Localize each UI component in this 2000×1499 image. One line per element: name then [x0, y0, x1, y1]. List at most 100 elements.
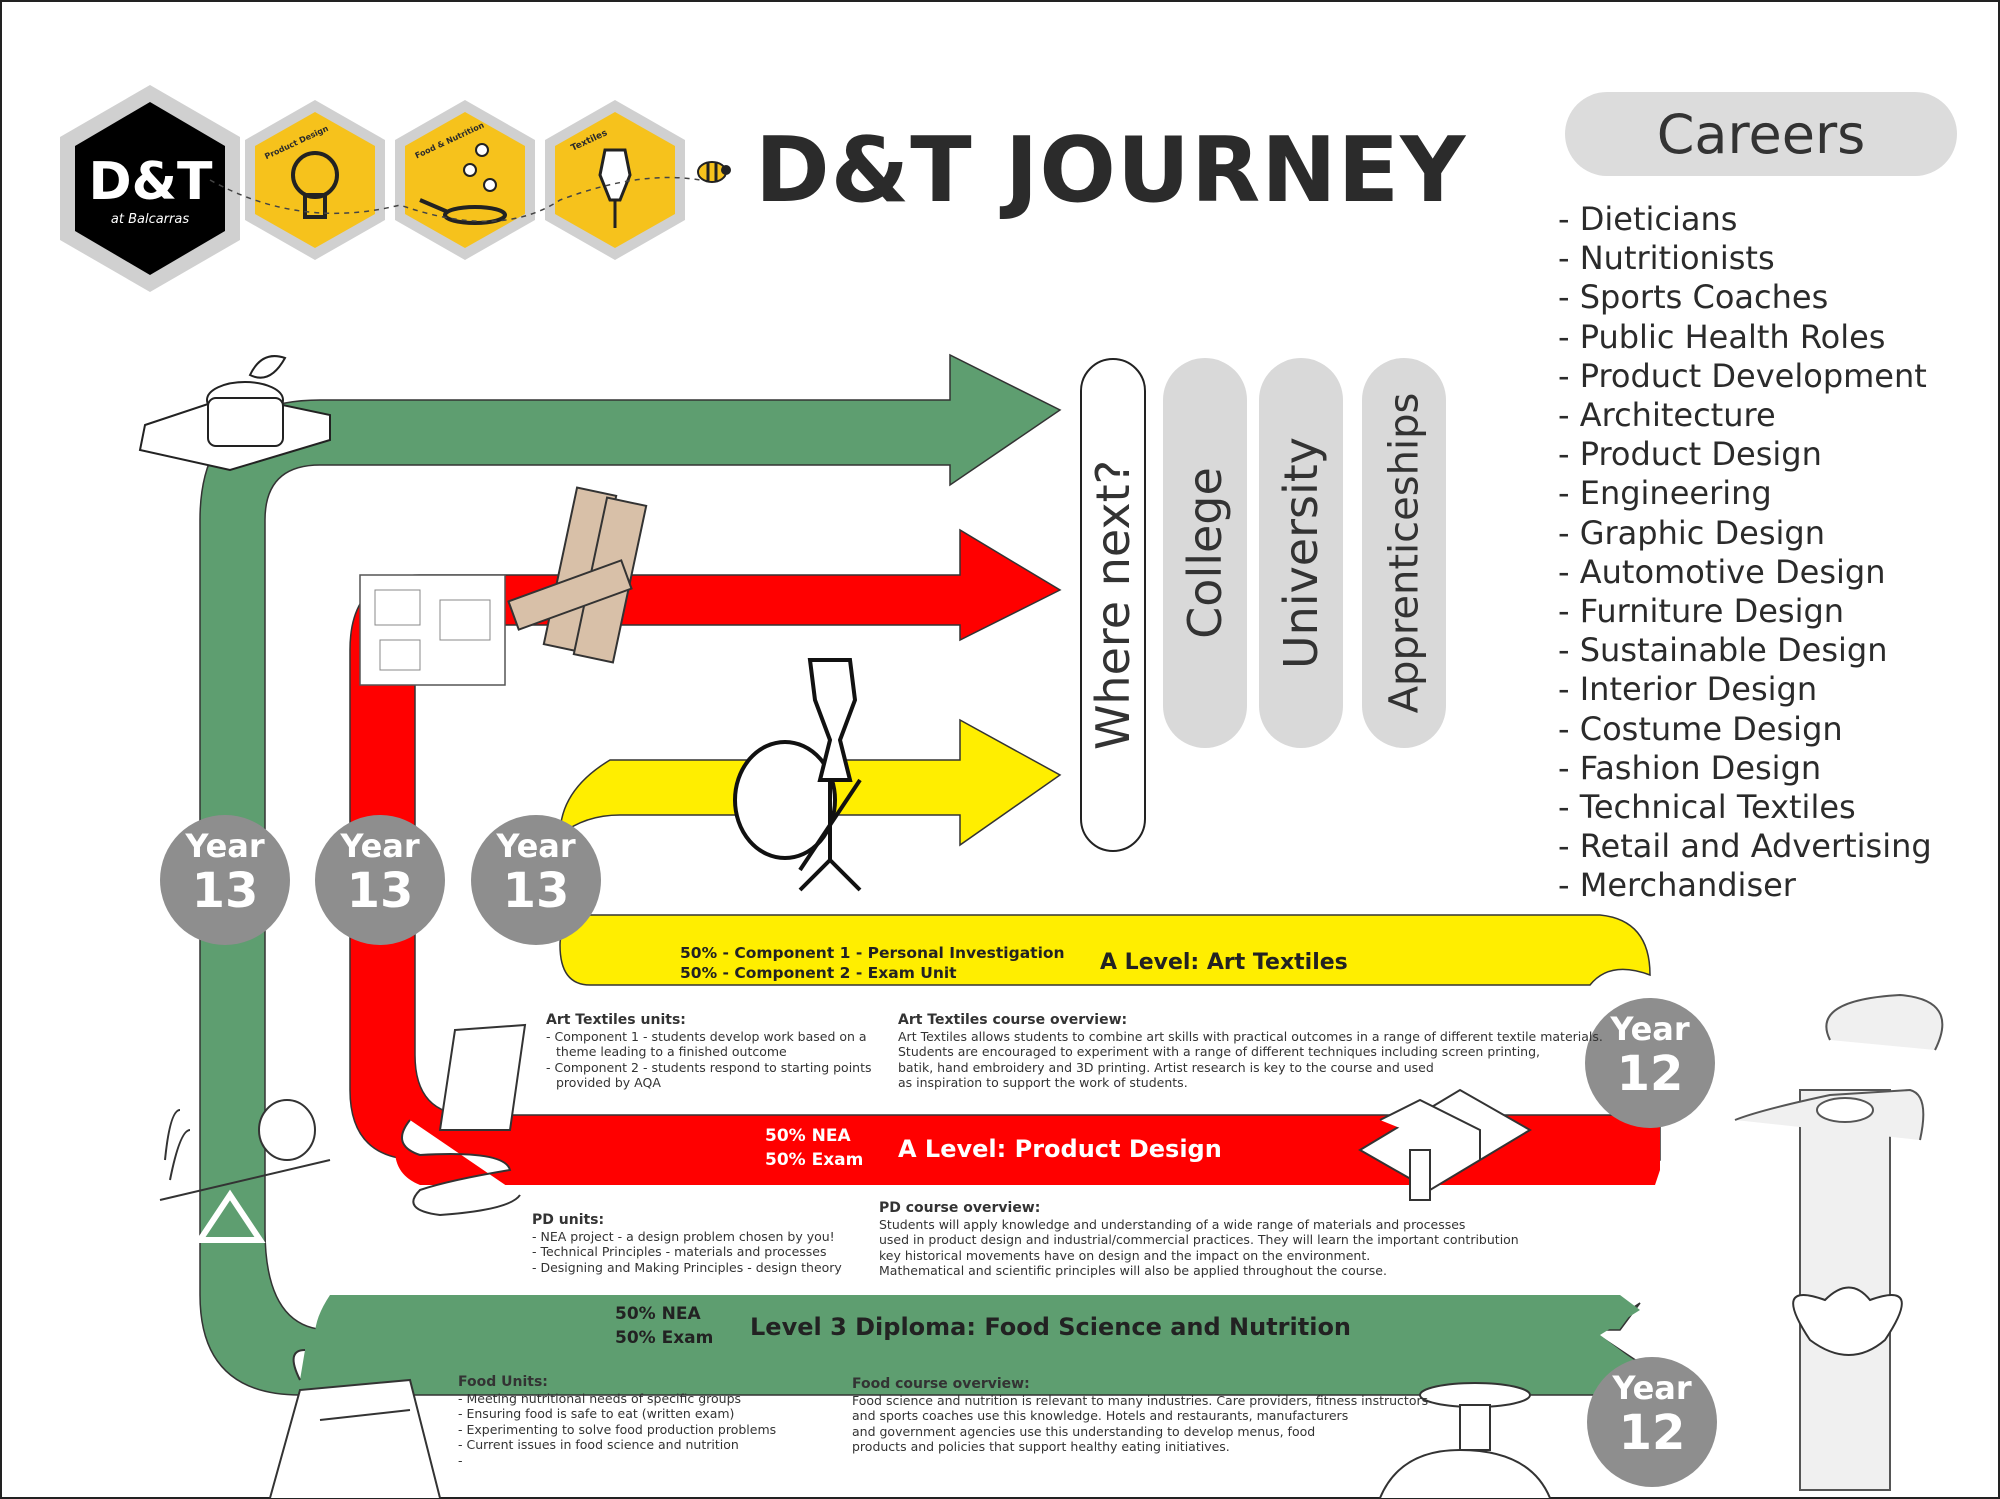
food-units-title: Food Units: [458, 1374, 548, 1390]
food-course-name: Level 3 Diploma: Food Science and Nutrit… [750, 1313, 1352, 1341]
food-path [199, 353, 1641, 1396]
career-item: - Costume Design [1558, 709, 1843, 748]
food-overview-title: Food course overview: [852, 1376, 1030, 1392]
year-13-food-badge: Year 13 [160, 815, 290, 945]
college-pill: College [1163, 358, 1247, 748]
textiles-course-name: A Level: Art Textiles [1100, 950, 1348, 975]
pd-units: PD units: - NEA project - a design probl… [532, 1212, 842, 1275]
wiggle-chair-drawing [401, 1023, 527, 1217]
pd-unit: - Designing and Making Principles - desi… [532, 1259, 842, 1275]
year-word: Year [1610, 1010, 1690, 1048]
food-unit: - Ensuring food is safe to eat (written … [458, 1406, 735, 1421]
year-number: 13 [346, 863, 414, 919]
career-item: - Nutritionists [1558, 239, 1775, 278]
textiles-overview: Art Textiles course overview: Art Textil… [898, 1012, 1603, 1091]
year-number: 13 [191, 863, 259, 919]
textiles-unit: - Component 1 - students develop work ba… [546, 1028, 867, 1044]
pd-units-title: PD units: [532, 1212, 605, 1228]
where-next-label: Where next? [1086, 459, 1140, 751]
product-design-hexagon [245, 100, 385, 260]
year-word: Year [496, 827, 576, 865]
year-13-textiles-badge: Year 13 [471, 815, 601, 945]
year-number: 13 [502, 863, 570, 919]
university-label: University [1274, 436, 1329, 670]
textiles-split-2: 50% - Component 2 - Exam Unit [680, 964, 957, 982]
sewing-machine-drawing [1734, 993, 1944, 1491]
textiles-unit: theme leading to a finished outcome [556, 1044, 787, 1059]
university-pill: University [1259, 358, 1343, 748]
food-overview-line: Food science and nutrition is relevant t… [852, 1392, 1429, 1408]
career-item: - Furniture Design [1558, 592, 1845, 631]
textiles-overview-line: batik, hand embroidery and 3D printing. … [898, 1059, 1434, 1075]
career-item: - Product Development [1558, 356, 1927, 395]
career-item: - Retail and Advertising [1558, 827, 1932, 866]
year-word: Year [1612, 1369, 1692, 1407]
food-split-1: 50% NEA [615, 1304, 701, 1324]
pd-overview-line: Mathematical and scientific principles w… [879, 1263, 1387, 1278]
year-number: 12 [1618, 1405, 1686, 1461]
where-next-pill: Where next? [1080, 358, 1146, 852]
building-model-drawing [1358, 1088, 1532, 1201]
logo-sub: at Balcarras [110, 212, 190, 227]
college-label: College [1178, 467, 1232, 639]
year-13-pd-badge: Year 13 [315, 815, 445, 945]
career-item: - Engineering [1558, 474, 1772, 513]
career-item: - Merchandiser [1558, 866, 1796, 905]
textiles-units-title: Art Textiles units: [546, 1012, 686, 1028]
food-hexagon [395, 100, 535, 260]
pd-overview: PD course overview: Students will apply … [879, 1200, 1519, 1279]
apprenticeships-pill: Apprenticeships [1362, 358, 1446, 748]
textiles-hexagon [545, 100, 685, 260]
pd-overview-line: key historical movements have on design … [879, 1247, 1371, 1263]
scale-drawing [1379, 1382, 1551, 1499]
textiles-overview-line: as inspiration to support the work of st… [898, 1075, 1188, 1090]
balance-drawing [159, 1099, 331, 1243]
bee-icon [697, 161, 731, 183]
food-units: Food Units: - Meeting nutritional needs … [458, 1374, 776, 1468]
textiles-split-1: 50% - Component 1 - Personal Investigati… [680, 944, 1065, 962]
food-unit: - [458, 1452, 463, 1468]
career-item: - Architecture [1558, 396, 1776, 435]
textiles-overview-line: Students are encouraged to experiment wi… [898, 1044, 1541, 1059]
career-item: - Automotive Design [1558, 552, 1886, 591]
page-title: D&T JOURNEY [755, 118, 1467, 223]
food-unit: - Experimenting to solve food production… [458, 1421, 777, 1437]
food-overview-line: and sports coaches use this knowledge. H… [852, 1408, 1349, 1423]
careers-list: - Dieticians - Nutritionists - Sports Co… [1558, 200, 1932, 906]
pd-unit: - Technical Principles - materials and p… [532, 1244, 827, 1259]
career-item: - Product Design [1558, 435, 1822, 474]
career-item: - Technical Textiles [1558, 788, 1856, 827]
sketch-sheet [359, 574, 506, 686]
textiles-overview-line: Art Textiles allows students to combine … [898, 1028, 1603, 1044]
year-12-lower-badge: Year 12 [1587, 1357, 1717, 1487]
chair-drawing [507, 486, 648, 664]
pd-unit: - NEA project - a design problem chosen … [532, 1228, 835, 1244]
career-item: - Interior Design [1558, 670, 1818, 709]
bow-drawing [1792, 1286, 1903, 1356]
mannequin-palette-drawing [733, 658, 862, 892]
food-unit: - Meeting nutritional needs of specific … [458, 1390, 742, 1406]
pasta-machine-drawing [269, 1349, 441, 1499]
career-item: - Sports Coaches [1558, 278, 1829, 317]
food-unit: - Current issues in food science and nut… [458, 1437, 739, 1452]
textiles-units: Art Textiles units: - Component 1 - stud… [546, 1012, 872, 1091]
logo-main: D&T [88, 152, 213, 212]
pd-overview-title: PD course overview: [879, 1200, 1041, 1216]
pd-split-2: 50% Exam [765, 1150, 864, 1170]
logo-hexagon [60, 85, 240, 292]
pd-overview-line: used in product design and industrial/co… [879, 1232, 1519, 1247]
pd-overview-line: Students will apply knowledge and unders… [879, 1216, 1466, 1232]
food-overview-line: products and policies that support healt… [852, 1439, 1230, 1454]
pd-course-name: A Level: Product Design [898, 1135, 1222, 1163]
textiles-unit: - Component 2 - students respond to star… [546, 1059, 872, 1075]
career-item: - Dieticians [1558, 200, 1738, 238]
textiles-unit: provided by AQA [556, 1075, 661, 1090]
apprenticeships-label: Apprenticeships [1381, 392, 1428, 714]
textiles-overview-title: Art Textiles course overview: [898, 1012, 1128, 1028]
career-item: - Graphic Design [1558, 513, 1826, 552]
food-split-2: 50% Exam [615, 1328, 714, 1348]
year-word: Year [185, 827, 265, 865]
pd-split-1: 50% NEA [765, 1126, 851, 1146]
food-overview-line: and government agencies use this underst… [852, 1423, 1316, 1439]
